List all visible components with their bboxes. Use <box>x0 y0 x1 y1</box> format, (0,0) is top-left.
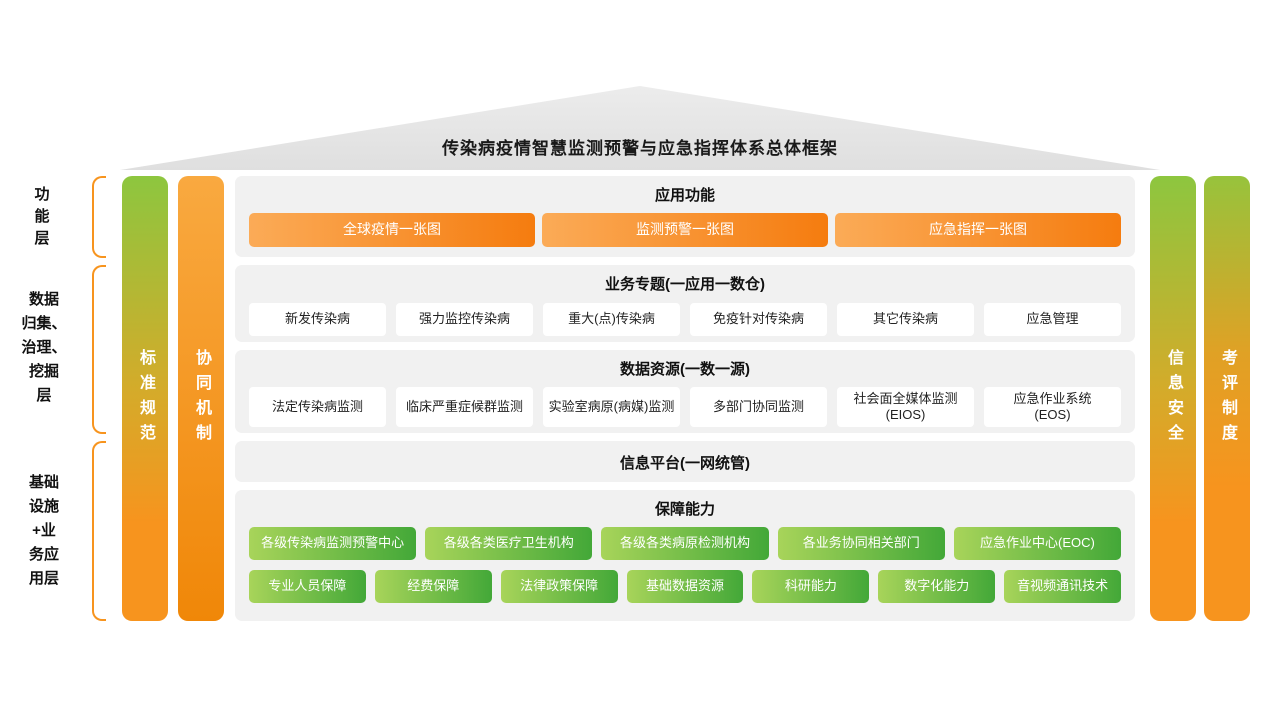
section-business-topics: 业务专题(一应用一数仓) 新发传染病 强力监控传染病 重大(点)传染病 免疫针对… <box>235 265 1135 342</box>
support-item: 应急作业中心(EOC) <box>953 527 1122 560</box>
pillar-information-security: 信息安全 <box>1150 176 1196 621</box>
pillar-evaluation-system: 考评制度 <box>1204 176 1250 621</box>
support-item: 数字化能力 <box>878 570 996 603</box>
topic-item: 应急管理 <box>984 303 1121 336</box>
data-resource-item: 临床严重症候群监测 <box>396 387 533 427</box>
application-button: 全球疫情一张图 <box>249 213 535 247</box>
layer-label-functional: 功 能 层 <box>34 186 50 247</box>
support-item: 各级各类医疗卫生机构 <box>425 527 593 560</box>
section-header: 数据资源(一数一源) <box>620 361 750 378</box>
support-button-row-1: 各级传染病监测预警中心 各级各类医疗卫生机构 各级各类病原检测机构 各业务协同相… <box>235 527 1135 560</box>
layer-label-infrastructure: 基础 设施 +业 务应 用层 <box>28 474 59 587</box>
data-resource-item: 社会面全媒体监测 (EIOS) <box>837 387 974 427</box>
section-application-functions: 应用功能 全球疫情一张图 监测预警一张图 应急指挥一张图 <box>235 176 1135 257</box>
support-item: 基础数据资源 <box>626 570 744 603</box>
support-item: 各级传染病监测预警中心 <box>249 527 417 560</box>
topic-item: 新发传染病 <box>249 303 386 336</box>
support-item: 经费保障 <box>374 570 492 603</box>
section-header: 应用功能 <box>654 187 715 204</box>
data-resource-item: 多部门协同监测 <box>690 387 827 427</box>
section-header: 业务专题(一应用一数仓) <box>605 276 765 293</box>
section-information-platform: 信息平台(一网统管) <box>235 441 1135 482</box>
support-item: 法律政策保障 <box>500 570 618 603</box>
application-button: 应急指挥一张图 <box>835 213 1121 247</box>
data-resource-item: 实验室病原(病媒)监测 <box>543 387 680 427</box>
application-button-row: 全球疫情一张图 监测预警一张图 应急指挥一张图 <box>235 213 1135 247</box>
pillar-standards-label: 标准规范 <box>137 348 154 449</box>
support-item: 专业人员保障 <box>249 570 366 603</box>
pillar-collaboration-label: 协同机制 <box>193 348 210 449</box>
application-button: 监测预警一张图 <box>542 213 828 247</box>
pillar-evaluation-system-label: 考评制度 <box>1219 348 1236 449</box>
pillar-collaboration: 协同机制 <box>178 176 224 621</box>
support-item: 各业务协同相关部门 <box>777 527 945 560</box>
data-resource-item: 应急作业系统 (EOS) <box>984 387 1121 427</box>
data-resources-button-row: 法定传染病监测 临床严重症候群监测 实验室病原(病媒)监测 多部门协同监测 社会… <box>235 387 1135 427</box>
topic-item: 重大(点)传染病 <box>543 303 680 336</box>
section-header: 信息平台(一网统管) <box>620 455 750 472</box>
pillar-standards: 标准规范 <box>122 176 168 621</box>
support-item: 各级各类病原检测机构 <box>601 527 769 560</box>
section-data-resources: 数据资源(一数一源) 法定传染病监测 临床严重症候群监测 实验室病原(病媒)监测… <box>235 350 1135 433</box>
section-support-capabilities: 保障能力 各级传染病监测预警中心 各级各类医疗卫生机构 各级各类病原检测机构 各… <box>235 490 1135 621</box>
data-resource-item: 法定传染病监测 <box>249 387 386 427</box>
support-item: 科研能力 <box>752 570 870 603</box>
layer-label-data: 数据 归集、 治理、 挖掘 层 <box>21 291 67 404</box>
layer-bracket-data <box>92 265 106 434</box>
support-item: 音视频通讯技术 <box>1004 570 1122 603</box>
section-header: 保障能力 <box>654 501 715 518</box>
support-button-row-2: 专业人员保障 经费保障 法律政策保障 基础数据资源 科研能力 数字化能力 音视频… <box>235 570 1135 603</box>
topic-item: 免疫针对传染病 <box>690 303 827 336</box>
pillar-information-security-label: 信息安全 <box>1165 348 1182 449</box>
layer-bracket-functional <box>92 176 106 258</box>
topic-item: 强力监控传染病 <box>396 303 533 336</box>
page-title: 传染病疫情智慧监测预警与应急指挥体系总体框架 <box>442 139 838 158</box>
topic-item: 其它传染病 <box>837 303 974 336</box>
layer-bracket-infrastructure <box>92 441 106 621</box>
topics-button-row: 新发传染病 强力监控传染病 重大(点)传染病 免疫针对传染病 其它传染病 应急管… <box>235 303 1135 336</box>
